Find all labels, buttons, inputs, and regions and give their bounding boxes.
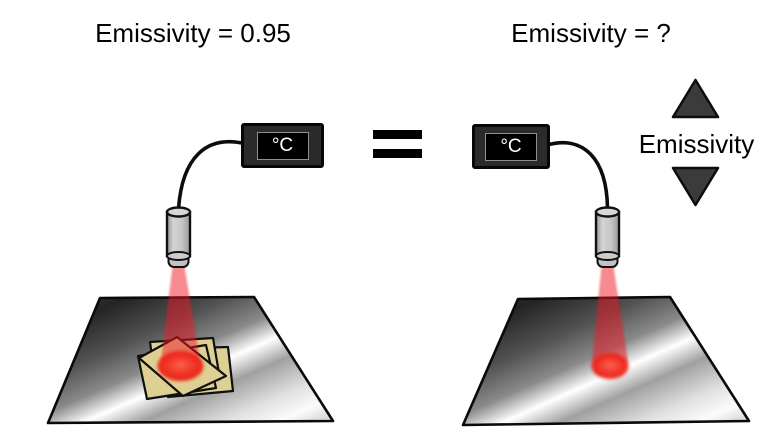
equals-bar-bottom [373, 149, 422, 158]
equals-icon [373, 130, 422, 158]
display-unit-right: °C [500, 135, 522, 157]
probe-cable-left [176, 140, 248, 211]
probe-body-bottom [595, 251, 620, 261]
measurement-spot-left [157, 351, 204, 381]
ir-probe-right [594, 206, 621, 268]
temperature-display-left: °C [241, 123, 324, 168]
triangle-up-icon [671, 78, 720, 119]
probe-body-top [165, 206, 192, 218]
display-screen-left: °C [256, 131, 309, 160]
measurement-spot-right [591, 353, 629, 379]
probe-body [165, 210, 192, 258]
right-panel-title: Emissivity = ? [511, 18, 671, 48]
probe-body [594, 210, 621, 258]
ir-beam-left [161, 266, 200, 362]
triangle-down-icon [671, 166, 720, 207]
display-unit-left: °C [271, 134, 294, 156]
left-panel-title: Emissivity = 0.95 [95, 18, 291, 48]
probe-body-top [594, 206, 621, 218]
display-screen-right: °C [485, 132, 537, 161]
ir-probe-left [165, 206, 192, 268]
emissivity-adjuster-label: Emissivity [638, 129, 755, 159]
probe-cable-right [545, 140, 610, 211]
probe-body-bottom [166, 251, 191, 261]
temperature-display-right: °C [472, 124, 550, 169]
equals-bar-top [373, 130, 422, 139]
ir-beam-right [592, 266, 628, 362]
